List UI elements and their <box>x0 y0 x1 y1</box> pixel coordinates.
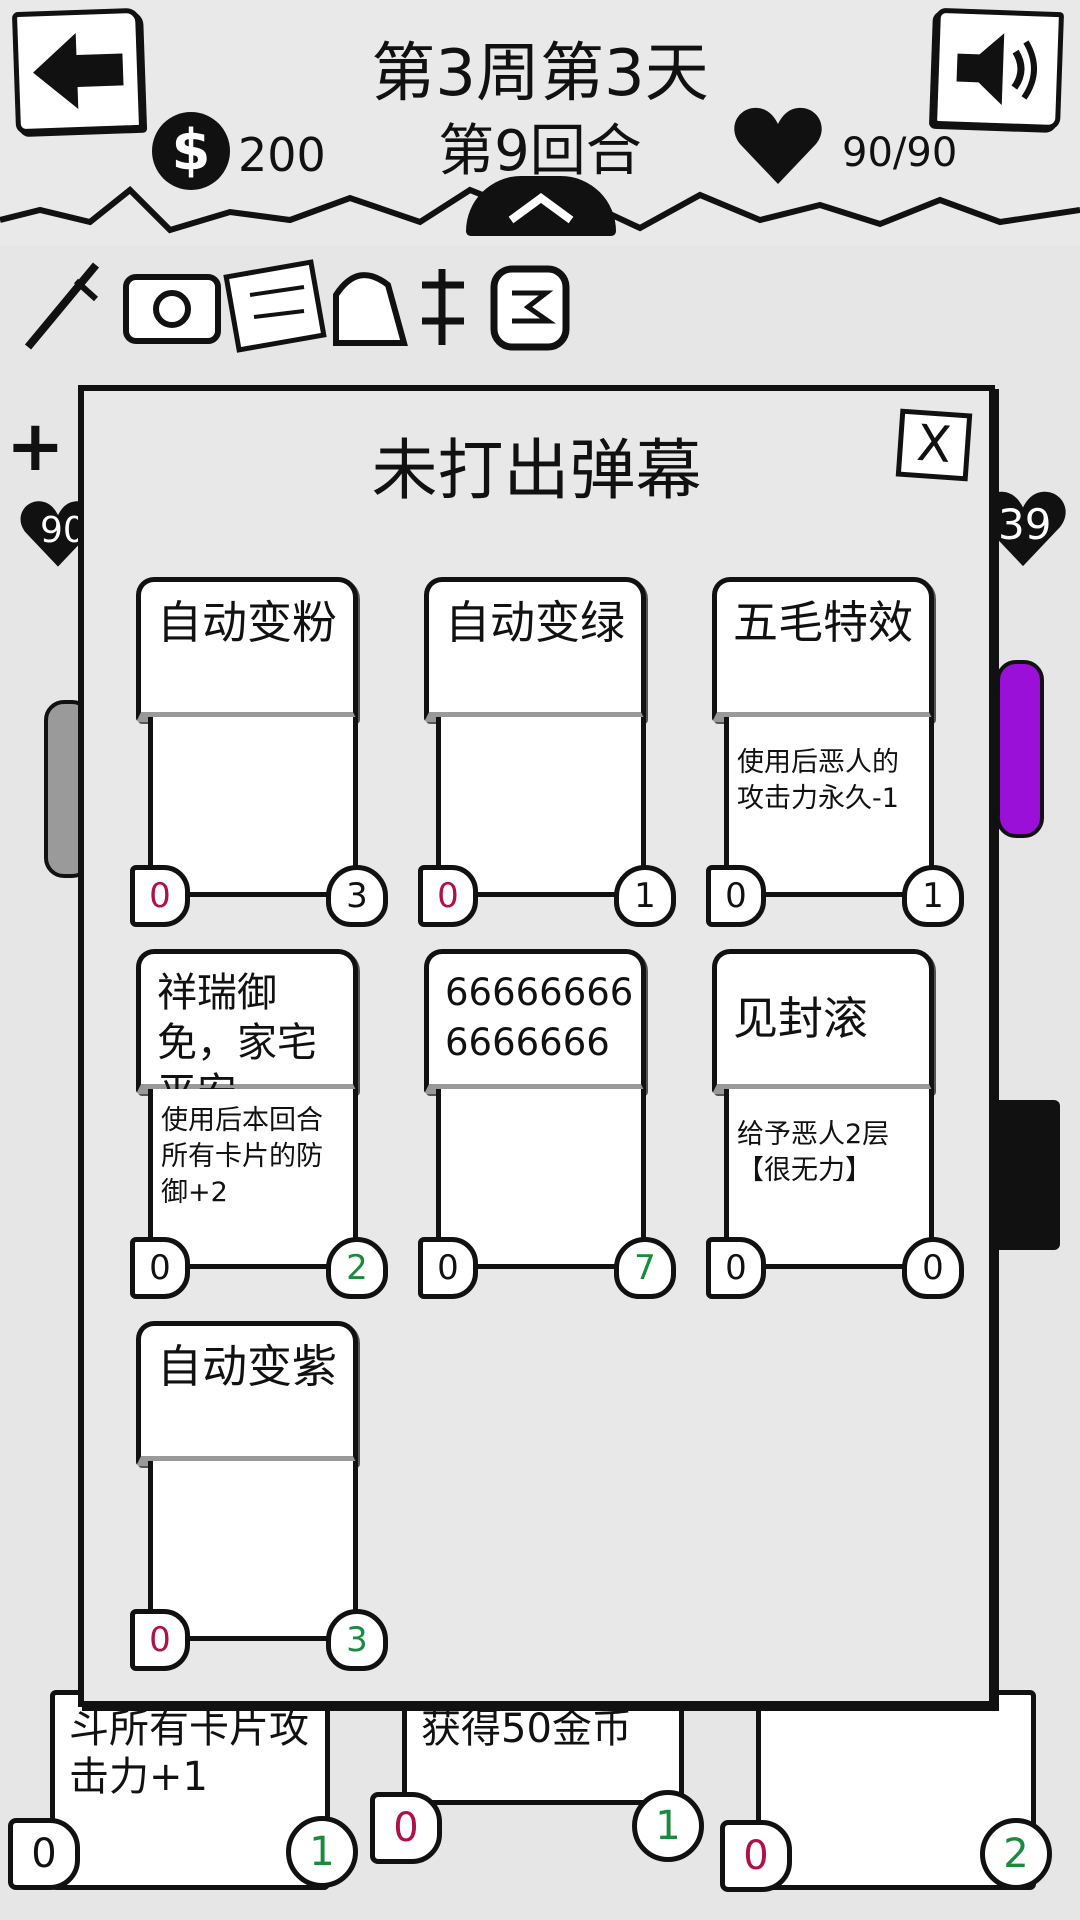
attack-badge: 0 <box>902 1237 964 1299</box>
attack-badge: 2 <box>980 1818 1052 1890</box>
danmaku-card[interactable]: 自动变紫 0 3 <box>130 1321 388 1691</box>
attack-badge: 3 <box>326 865 388 927</box>
attack-badge: 1 <box>902 865 964 927</box>
heart-icon <box>20 501 96 567</box>
day-title: 第3周第3天 <box>371 37 709 111</box>
card-description: 给予恶人2层【很无力】 <box>737 1119 890 1186</box>
heart-icon <box>980 491 1066 567</box>
hand-card[interactable]: 斗所有卡片攻击力+1 0 1 <box>8 1690 358 1890</box>
dialog-title: 未打出弹幕 <box>371 432 702 509</box>
card-body <box>148 1461 358 1641</box>
danmaku-card[interactable]: 666666666666666 0 7 <box>418 949 676 1319</box>
attack-badge: 1 <box>286 1816 358 1888</box>
unplayed-cards-dialog: 未打出弹幕 X 自动变粉 0 3 自动变绿 0 1 五毛特效 使用后恶人的攻击力… <box>78 385 995 1707</box>
card-body: 给予恶人2层【很无力】 <box>724 1089 934 1269</box>
hand-card-face: 获得50金币 <box>402 1690 684 1805</box>
cost-badge: 0 <box>720 1820 792 1892</box>
cost-badge: 0 <box>130 1609 190 1671</box>
relic-items-row[interactable] <box>18 255 578 355</box>
attack-badge: 2 <box>326 1237 388 1299</box>
chevron-up-icon <box>508 193 574 224</box>
card-name: 见封滚 <box>733 992 869 1045</box>
cost-badge: 0 <box>706 865 766 927</box>
card-name: 666666666666666 <box>445 971 634 1064</box>
danmaku-card[interactable]: 祥瑞御免，家宅平安 使用后本回合所有卡片的防御+2 0 2 <box>130 949 388 1319</box>
turn-title: 第9回合 <box>438 119 642 184</box>
attack-badge: 1 <box>632 1790 704 1862</box>
card-name: 自动变紫 <box>157 1340 338 1393</box>
card-body: 使用后本回合所有卡片的防御+2 <box>148 1089 358 1269</box>
collapse-button[interactable] <box>466 176 616 236</box>
card-description: 使用后本回合所有卡片的防御+2 <box>161 1105 323 1208</box>
side-panel <box>990 1100 1060 1250</box>
card-body <box>436 1089 646 1269</box>
card-header: 自动变紫 <box>136 1321 358 1466</box>
cost-badge: 0 <box>706 1237 766 1299</box>
card-name: 自动变粉 <box>157 596 338 649</box>
camera-icon[interactable] <box>123 274 221 344</box>
attack-badge: 7 <box>614 1237 676 1299</box>
map-icon[interactable] <box>490 265 570 351</box>
attack-badge: 3 <box>326 1609 388 1671</box>
hand-card[interactable]: 0 2 <box>720 1690 1052 1892</box>
coin-icon: $ <box>152 112 230 190</box>
danmaku-card[interactable]: 见封滚 给予恶人2层【很无力】 0 0 <box>706 949 964 1319</box>
back-button[interactable] <box>11 7 145 135</box>
cost-badge: 0 <box>418 865 478 927</box>
danmaku-card[interactable]: 自动变绿 0 1 <box>418 577 676 947</box>
cost-badge: 0 <box>8 1818 80 1890</box>
heart-icon <box>734 107 822 184</box>
sound-button[interactable] <box>931 7 1065 131</box>
hand-card[interactable]: 获得50金币 0 1 <box>370 1690 704 1864</box>
close-button[interactable]: X <box>895 408 973 482</box>
card-body: 使用后恶人的攻击力永久-1 <box>724 717 934 897</box>
card-header: 见封滚 <box>712 949 934 1094</box>
hand-card-text: 获得50金币 <box>421 1706 632 1752</box>
danmaku-card[interactable]: 五毛特效 使用后恶人的攻击力永久-1 0 1 <box>706 577 964 947</box>
card-name: 自动变绿 <box>445 596 626 649</box>
card-description: 使用后恶人的攻击力永久-1 <box>737 747 899 814</box>
card-header: 祥瑞御免，家宅平安 <box>136 949 358 1116</box>
right-hp-value: 39 <box>998 500 1052 549</box>
cost-badge: 0 <box>130 1237 190 1299</box>
card-body <box>148 717 358 897</box>
card-name: 五毛特效 <box>733 596 914 649</box>
hang-icon[interactable] <box>422 269 464 345</box>
cost-badge: 0 <box>418 1237 478 1299</box>
hand-card-text: 斗所有卡片攻击力+1 <box>69 1706 309 1800</box>
card-header: 666666666666666 <box>424 949 646 1094</box>
cost-badge: 0 <box>370 1792 442 1864</box>
hp-value: 90/90 <box>842 130 958 176</box>
coin-value: 200 <box>238 128 326 182</box>
danmaku-card[interactable]: 自动变粉 0 3 <box>130 577 388 947</box>
hand-card-face: 斗所有卡片攻击力+1 <box>50 1690 330 1890</box>
ghost-icon[interactable] <box>333 272 408 346</box>
sword-icon[interactable] <box>24 262 100 350</box>
arrow-left-icon <box>33 33 124 110</box>
scroll-icon[interactable] <box>223 259 327 353</box>
card-header: 自动变绿 <box>424 577 646 722</box>
speaker-icon <box>956 33 1037 106</box>
right-hp-badge: 39 <box>978 488 1068 574</box>
card-header: 五毛特效 <box>712 577 934 722</box>
card-body <box>436 717 646 897</box>
attack-badge: 1 <box>614 865 676 927</box>
add-icon[interactable]: + <box>6 405 65 487</box>
enemy-arm <box>996 660 1044 838</box>
cost-badge: 0 <box>130 865 190 927</box>
card-header: 自动变粉 <box>136 577 358 722</box>
